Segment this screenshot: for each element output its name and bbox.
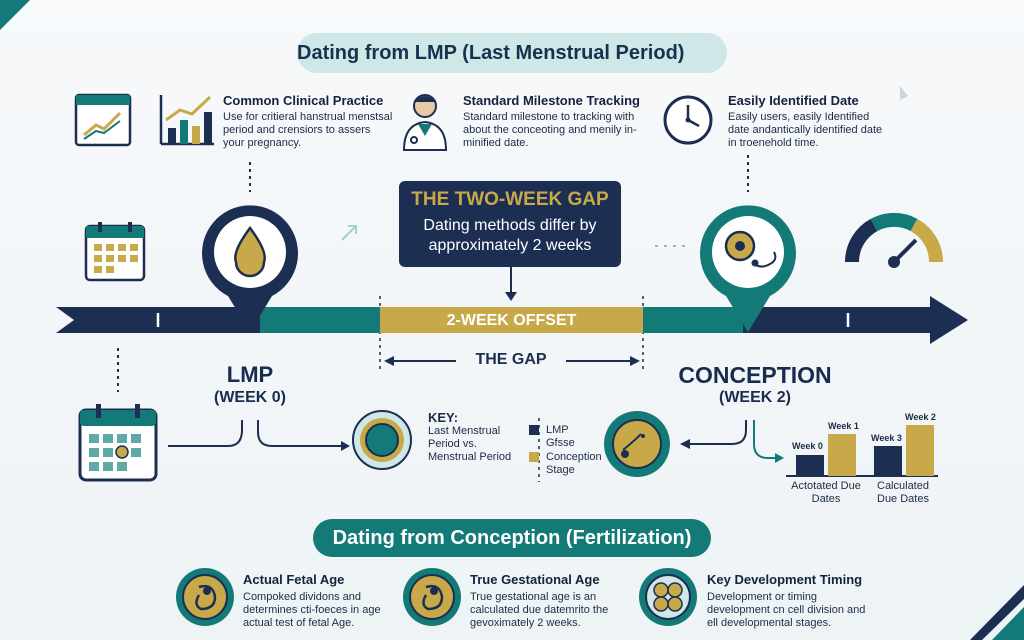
feature-key-development-timing: Key Development Timing Development or ti… [707, 572, 877, 630]
clock-icon [663, 95, 713, 145]
gap-box: THE TWO-WEEK GAP Dating methods differ b… [399, 189, 621, 255]
feature-text: Development or timing development cn cel… [707, 591, 866, 629]
gap-box-title: THE TWO-WEEK GAP [411, 189, 609, 210]
feature-title: Standard Milestone Tracking [463, 93, 640, 108]
cell-icon-conception [604, 411, 670, 477]
legend-conception-label: Conception [546, 451, 602, 463]
calendar-icon-top [84, 222, 146, 282]
bar-caption-actotated: Actotated Due Dates [791, 480, 861, 505]
feature-true-gestational-age: True Gestational Age True gestational ag… [470, 572, 630, 630]
legend-lmp: LMP Gfsse [546, 424, 616, 450]
corner-accent-bottom-right [970, 585, 1024, 640]
gap-box-bg [399, 181, 621, 267]
fetus-icon-2 [403, 568, 461, 626]
conception-label: CONCEPTION [678, 362, 832, 388]
legend-conception-swatch [529, 452, 539, 462]
timeline-offset-segment [380, 307, 643, 333]
feature-title: Common Clinical Practice [223, 93, 384, 108]
bar-week2 [906, 425, 934, 476]
title-top-pill: Dating from LMP (Last Menstrual Period) [297, 33, 727, 73]
key-text: Last Menstrual Period vs. Menstrual Peri… [428, 425, 512, 463]
timeline-arrowhead [930, 296, 968, 344]
feature-actual-fetal-age: Actual Fetal Age Compoked dividons and d… [243, 572, 403, 630]
gauge-icon [844, 212, 944, 268]
feature-common-clinical: Common Clinical Practice Use for critier… [223, 93, 393, 150]
legend-lmp-swatch [529, 425, 539, 435]
drop-icon [234, 225, 266, 278]
legend-conception-sub: Stage [546, 464, 575, 476]
feature-text: Easily users, easily Identified date and… [728, 111, 883, 149]
bar-label-week3: Week 3 [871, 433, 902, 443]
bar-label-week1: Week 1 [828, 421, 859, 431]
corner-accent-top-left [0, 0, 30, 30]
legend-conception: Conception Stage [546, 451, 616, 477]
growth-chart-icon [159, 95, 214, 146]
bar-caption-calculated: Calculated Due Dates [877, 480, 929, 505]
conception-week: (WEEK 2) [719, 389, 791, 406]
offset-label: 2-WEEK OFFSET [446, 312, 577, 329]
bar-label-week0: Week 0 [792, 441, 823, 451]
feature-standard-milestone: Standard Milestone Tracking Standard mil… [463, 93, 643, 150]
feature-title: Key Development Timing [707, 572, 863, 587]
dashboard-chart-icon [74, 93, 132, 147]
feature-title: True Gestational Age [470, 572, 600, 587]
bar-label-week2: Week 2 [905, 412, 936, 422]
lmp-label: LMP [226, 362, 274, 387]
feature-title: Actual Fetal Age [243, 572, 345, 587]
key-block: KEY: Last Menstrual Period vs. Menstrual… [428, 410, 518, 464]
fetus-icon-1 [176, 568, 234, 626]
feature-text: True gestational age is an calculated du… [470, 591, 609, 629]
gap-label: THE GAP [475, 351, 547, 368]
bar-week0 [796, 455, 824, 476]
feature-text: Use for critieral hanstrual menstsal per… [223, 111, 393, 149]
bar-week3 [874, 446, 902, 476]
legend-lmp-sub: Gfsse [546, 437, 575, 449]
gap-box-line2: approximately 2 weeks [428, 237, 592, 254]
feature-text: Compoked dividons and determines cti-foe… [243, 591, 381, 629]
gap-box-line1: Dating methods differ by [423, 217, 597, 234]
bar-week1 [828, 434, 856, 476]
feature-text: Standard milestone to tracking with abou… [463, 111, 637, 149]
cells-icon [639, 568, 697, 626]
feature-title: Easily Identified Date [728, 93, 859, 108]
title-bottom-pill: Dating from Conception (Fertilization) [313, 519, 711, 557]
doctor-icon [402, 94, 448, 151]
feature-easily-identified: Easily Identified Date Easily users, eas… [728, 93, 888, 150]
legend-lmp-label: LMP [546, 424, 569, 436]
calendar-icon-bottom [78, 404, 158, 482]
cell-icon-key [352, 410, 412, 470]
lmp-week: (WEEK 0) [214, 389, 286, 406]
key-title: KEY: [428, 410, 459, 425]
